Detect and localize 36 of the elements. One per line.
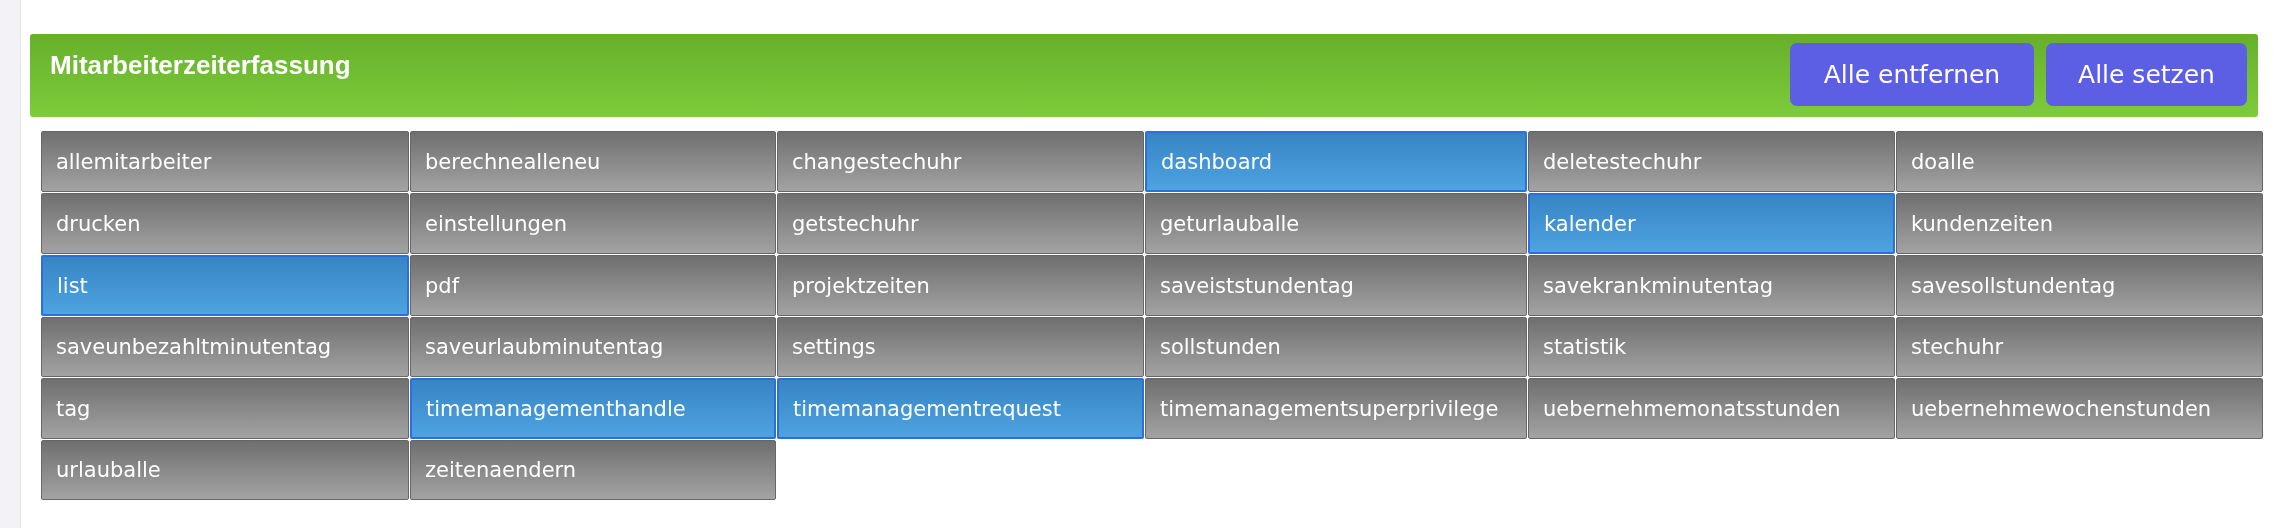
- panel-title: Mitarbeiterzeiterfassung: [50, 50, 351, 81]
- selected-toggle: dashboard: [1145, 131, 1527, 192]
- permission-toggle: doalle: [1896, 131, 2263, 192]
- permission-toggle: projektzeiten: [777, 255, 1144, 316]
- permission-toggle: savesollstundentag: [1896, 255, 2263, 316]
- permission-toggle: uebernehmewochenstunden: [1896, 378, 2263, 439]
- permission-toggle: savekrankminutentag: [1528, 255, 1895, 316]
- permission-toggle: geturlauballe: [1145, 193, 1527, 254]
- action-button: Alle entfernen: [1790, 43, 2034, 106]
- permission-toggle: uebernehmemonatsstunden: [1528, 378, 1895, 439]
- permission-toggle: statistik: [1528, 317, 1895, 377]
- selected-toggle: list: [41, 255, 409, 316]
- permission-toggle: allemitarbeiter: [41, 131, 409, 192]
- permission-toggle: stechuhr: [1896, 317, 2263, 377]
- permission-toggle: tag: [41, 378, 409, 439]
- permission-toggle: zeitenaendern: [410, 440, 776, 500]
- permission-toggle: berechnealleneu: [410, 131, 776, 192]
- permission-toggle: timemanagementsuperprivilege: [1145, 378, 1527, 439]
- permission-toggle: pdf: [410, 255, 776, 316]
- selected-toggle: timemanagementrequest: [777, 378, 1144, 439]
- selected-toggle: kalender: [1528, 193, 1895, 254]
- action-button: Alle setzen: [2046, 43, 2247, 106]
- permission-toggle: sollstunden: [1145, 317, 1527, 377]
- permission-toggle: changestechuhr: [777, 131, 1144, 192]
- permission-toggle: deletestechuhr: [1528, 131, 1895, 192]
- permission-toggle: kundenzeiten: [1896, 193, 2263, 254]
- permission-toggle: saveiststundentag: [1145, 255, 1527, 316]
- permission-toggle: getstechuhr: [777, 193, 1144, 254]
- permission-toggle: saveurlaubminutentag: [410, 317, 776, 377]
- permission-toggle: einstellungen: [410, 193, 776, 254]
- permission-toggle: settings: [777, 317, 1144, 377]
- header-bar: [30, 34, 2258, 117]
- permission-toggle: drucken: [41, 193, 409, 254]
- selected-toggle: timemanagementhandle: [410, 378, 776, 439]
- permission-toggle: saveunbezahltminutentag: [41, 317, 409, 377]
- permission-toggle: urlauballe: [41, 440, 409, 500]
